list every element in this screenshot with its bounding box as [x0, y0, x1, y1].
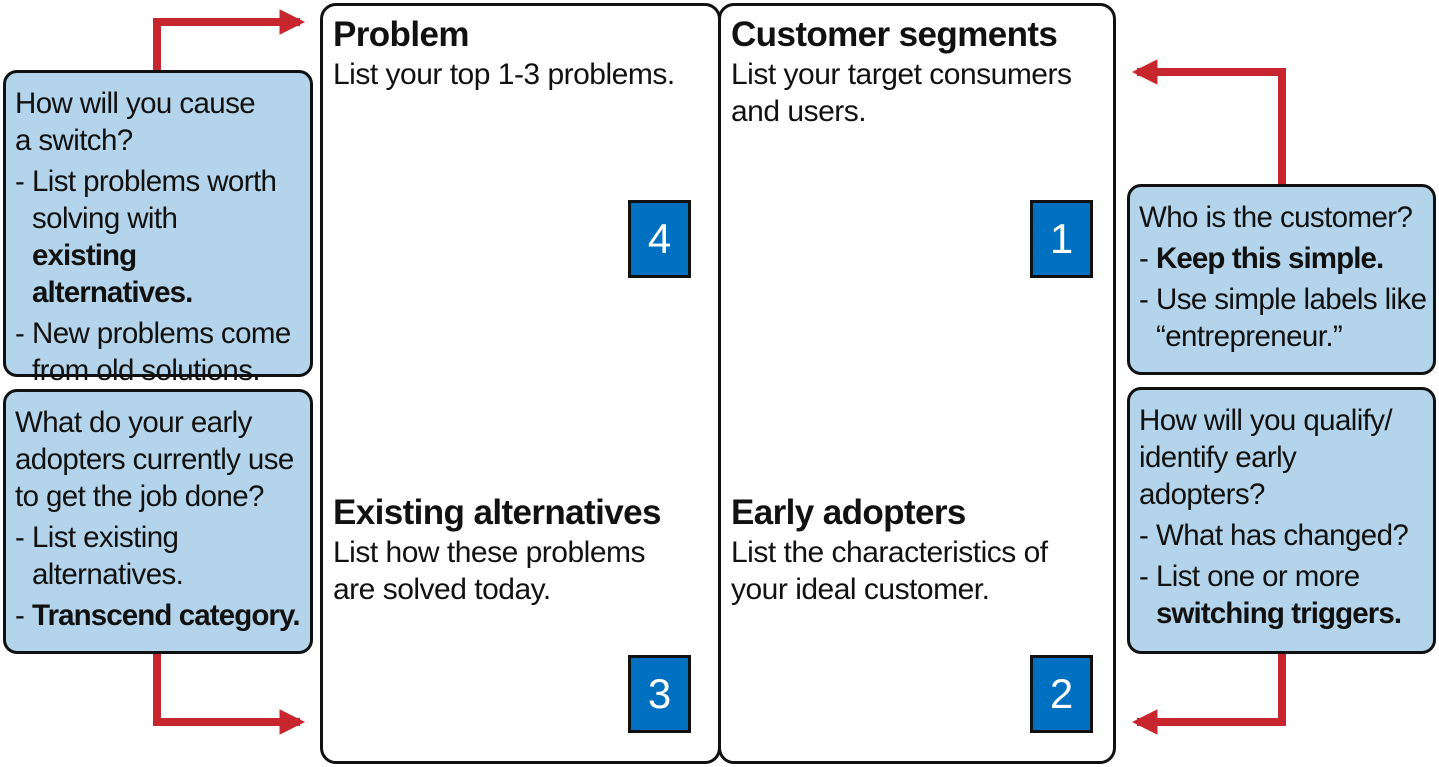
red-arrow-to-early-adopters	[1131, 652, 1286, 735]
existing-alternatives-title: Existing alternatives	[333, 493, 661, 532]
desc-line: are solved today.	[333, 573, 551, 606]
desc-line: List how these problems	[333, 536, 645, 569]
note-bullet: - Keep this simple.	[1139, 240, 1427, 277]
question-line: How will you qualify/	[1139, 404, 1393, 437]
question-line: identify early	[1139, 441, 1297, 474]
bullet-line: from old solutions.	[32, 354, 261, 387]
bullet-dash: -	[15, 521, 25, 554]
bullet-dash: -	[1139, 283, 1149, 316]
question-line: a switch?	[15, 124, 133, 157]
note-question: How will you cause a switch?	[15, 85, 304, 159]
question-line: to get the job done?	[15, 480, 264, 513]
bullet-line: List one or more	[1156, 560, 1360, 593]
bullet-emphasis: Keep this simple.	[1156, 242, 1384, 275]
bullet-line: alternatives.	[32, 558, 184, 591]
bullet-emphasis: existing alternatives.	[32, 239, 193, 309]
customer-segments-title: Customer segments	[731, 15, 1058, 54]
red-arrow-to-problem	[153, 9, 306, 72]
bullet-line: What has changed?	[1156, 519, 1409, 552]
bullet-line: solving with	[32, 202, 178, 235]
note-question: Who is the customer?	[1139, 199, 1427, 236]
step-1-box: 1	[1030, 200, 1093, 278]
step-3-box: 3	[628, 655, 691, 733]
question-line: adopters currently use	[15, 443, 294, 476]
note-question: What do your early adopters currently us…	[15, 404, 304, 515]
desc-line: your ideal customer.	[731, 573, 990, 606]
desc-line: List your target consumers	[731, 58, 1072, 91]
early-adopters-desc: List the characteristics of your ideal c…	[731, 534, 1048, 608]
question-line: Who is the customer?	[1139, 201, 1413, 234]
customer-panel	[718, 3, 1116, 764]
early-adopters-title: Early adopters	[731, 493, 966, 532]
question-line: How will you cause	[15, 87, 256, 120]
bullet-dash: -	[1139, 242, 1149, 275]
note-who-customer: Who is the customer? - Keep this simple.…	[1127, 184, 1436, 375]
problem-section: Problem List your top 1-3 problems.	[333, 15, 675, 93]
note-bullet: - What has changed?	[1139, 517, 1427, 554]
bullet-dash: -	[15, 165, 25, 198]
note-cause-switch: How will you cause a switch? - List prob…	[3, 70, 313, 387]
early-adopters-section: Early adopters List the characteristics …	[731, 493, 1048, 608]
note-qualify-adopters: How will you qualify/ identify early ado…	[1127, 387, 1436, 654]
bullet-dash: -	[1139, 560, 1149, 593]
desc-line: List the characteristics of	[731, 536, 1048, 569]
customer-segments-desc: List your target consumers and users.	[731, 56, 1072, 130]
bullet-dash: -	[1139, 519, 1149, 552]
bullet-dash: -	[15, 599, 25, 632]
bullet-dash: -	[15, 317, 25, 350]
note-bullet: - List one or more switching triggers.	[1139, 558, 1427, 632]
bullet-emphasis: switching triggers.	[1156, 597, 1402, 630]
note-bullet: - List existing alternatives.	[15, 519, 304, 593]
bullet-line: Use simple labels like	[1156, 283, 1427, 316]
note-bullet: - List problems worth solving with exist…	[15, 163, 304, 311]
bullet-line: “entrepreneur.”	[1156, 320, 1343, 353]
existing-alternatives-section: Existing alternatives List how these pro…	[333, 493, 661, 608]
question-line: What do your early	[15, 406, 252, 439]
red-arrow-alternatives-to-problem	[153, 652, 306, 735]
note-current-alternatives: What do your early adopters currently us…	[3, 389, 313, 654]
bullet-line: List existing	[32, 521, 179, 554]
problem-title: Problem	[333, 15, 469, 54]
desc-line: and users.	[731, 95, 867, 128]
customer-segments-section: Customer segments List your target consu…	[731, 15, 1072, 130]
note-bullet: - New problems come from old solutions.	[15, 315, 304, 389]
note-bullet: - Use simple labels like “entrepreneur.”	[1139, 281, 1427, 355]
bullet-emphasis: Transcend category.	[32, 599, 301, 632]
red-arrow-to-customer-segments	[1131, 59, 1286, 184]
problem-desc: List your top 1-3 problems.	[333, 58, 675, 91]
question-line: adopters?	[1139, 478, 1265, 511]
bullet-line: New problems come	[32, 317, 291, 350]
existing-alternatives-desc: List how these problems are solved today…	[333, 534, 661, 608]
bullet-line: List problems worth	[32, 165, 277, 198]
problem-panel	[320, 3, 721, 764]
step-2-box: 2	[1030, 655, 1093, 733]
note-question: How will you qualify/ identify early ado…	[1139, 402, 1427, 513]
step-4-box: 4	[628, 200, 691, 278]
note-bullet: - Transcend category.	[15, 597, 304, 634]
